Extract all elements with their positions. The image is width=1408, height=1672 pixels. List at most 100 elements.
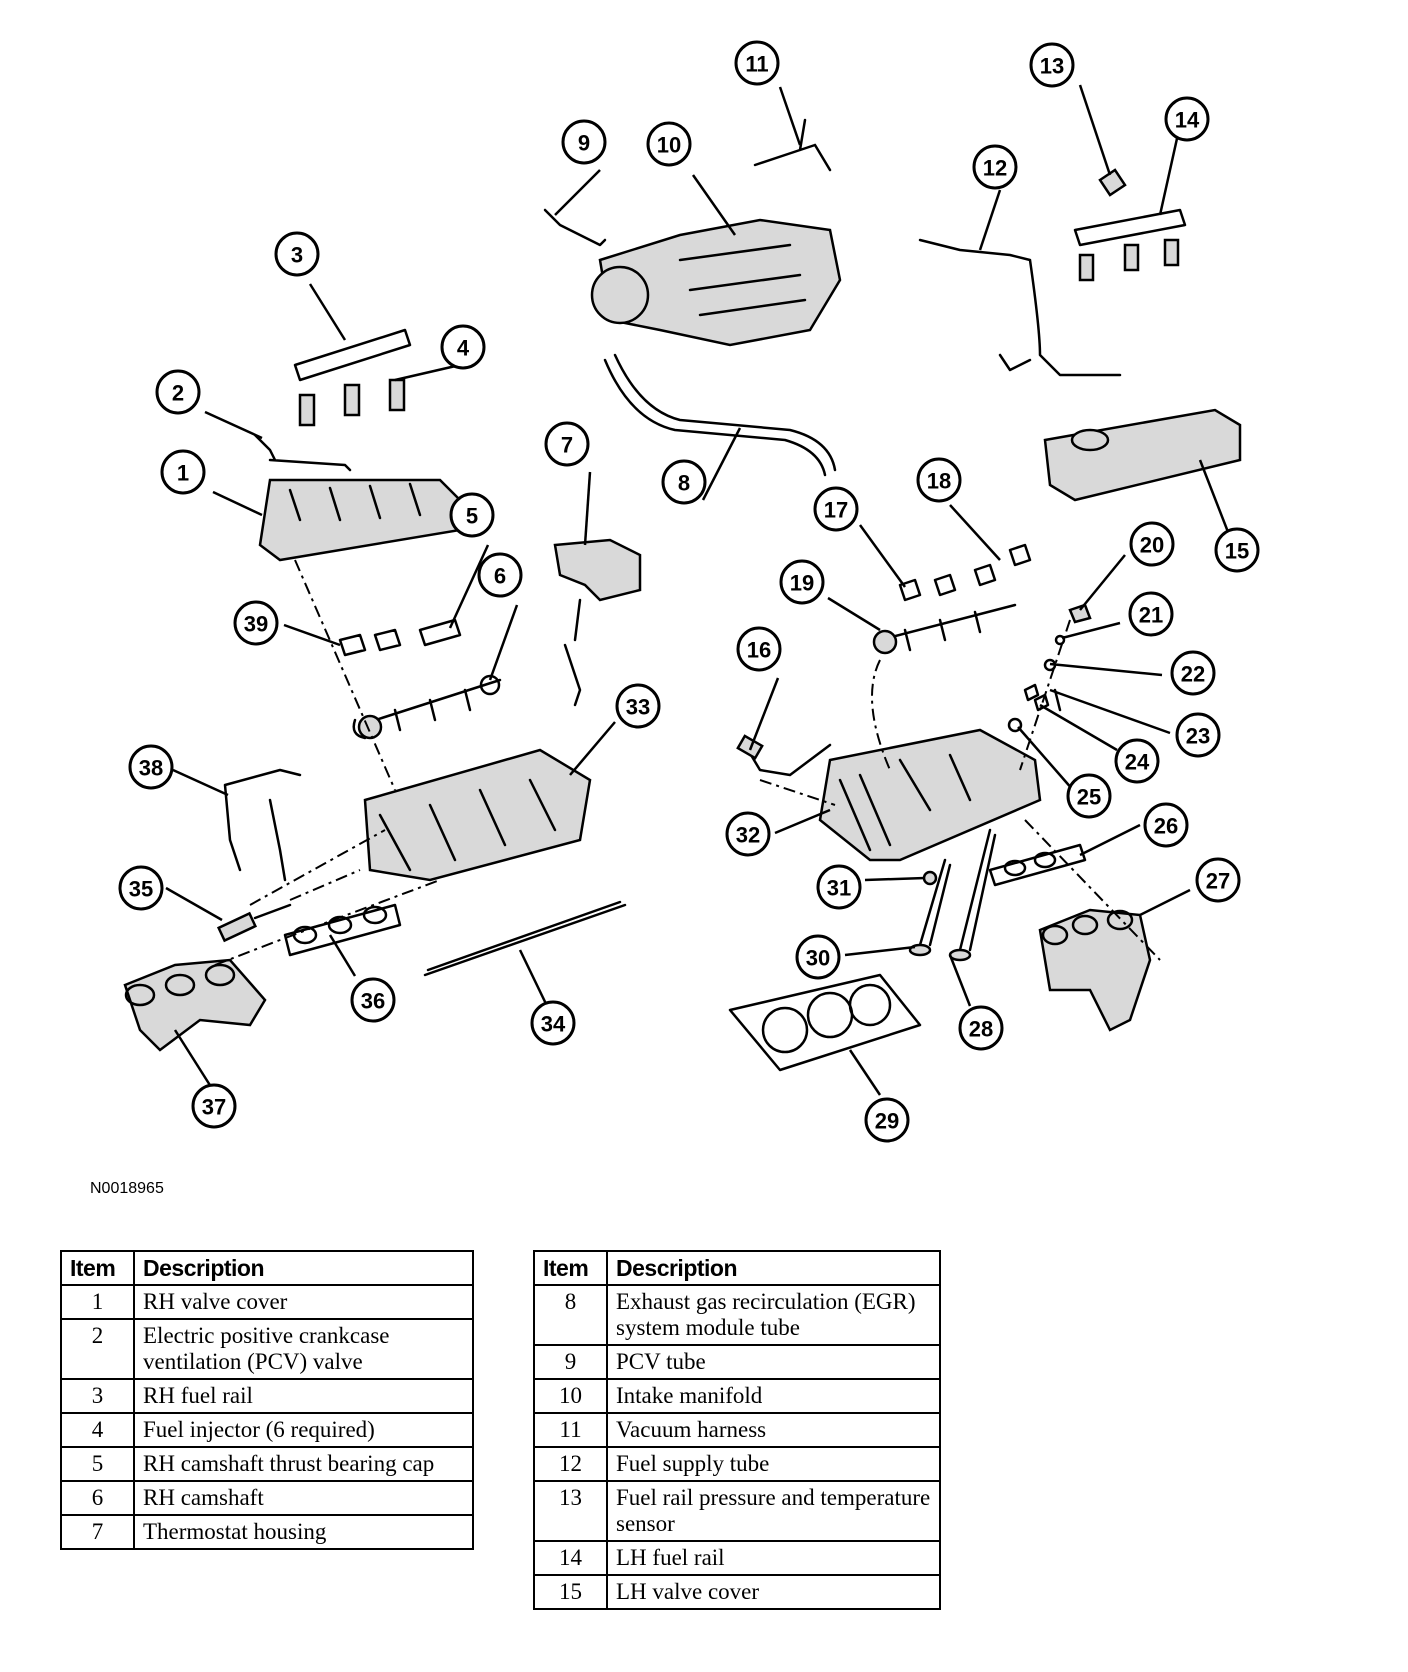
- callout-17: 17: [813, 486, 859, 532]
- svg-text:36: 36: [361, 989, 385, 1014]
- exploded-engine-diagram: 1234567891011121314151617181920212223242…: [118, 40, 1260, 1143]
- item-description: Fuel injector (6 required): [133, 1412, 474, 1448]
- svg-text:20: 20: [1140, 533, 1164, 558]
- svg-text:14: 14: [1175, 108, 1200, 133]
- callout-29: 29: [864, 1097, 910, 1143]
- item-number: 3: [60, 1378, 135, 1414]
- item-description: Fuel rail pressure and temperature senso…: [606, 1480, 941, 1542]
- item-description: RH camshaft: [133, 1480, 474, 1516]
- item-description: LH fuel rail: [606, 1540, 941, 1576]
- svg-text:6: 6: [494, 564, 506, 589]
- svg-text:22: 22: [1181, 662, 1205, 687]
- svg-text:33: 33: [626, 695, 650, 720]
- callout-13: 13: [1029, 42, 1075, 88]
- callout-4: 4: [440, 324, 486, 370]
- item-description: Vacuum harness: [606, 1412, 941, 1448]
- callout-1: 1: [160, 449, 206, 495]
- item-number: 4: [60, 1412, 135, 1448]
- item-number: 13: [533, 1480, 608, 1542]
- callout-11: 11: [734, 40, 780, 86]
- svg-text:19: 19: [790, 571, 814, 596]
- svg-text:11: 11: [745, 52, 768, 77]
- item-number: 6: [60, 1480, 135, 1516]
- callout-36: 36: [350, 977, 396, 1023]
- callout-6: 6: [477, 552, 523, 598]
- item-description: Thermostat housing: [133, 1514, 474, 1550]
- part-artwork: [123, 118, 1242, 1072]
- svg-text:13: 13: [1040, 54, 1064, 79]
- callout-38: 38: [128, 744, 174, 790]
- svg-text:31: 31: [827, 876, 851, 901]
- callout-24: 24: [1114, 738, 1160, 784]
- item-description: RH valve cover: [133, 1284, 474, 1320]
- svg-text:34: 34: [541, 1012, 566, 1037]
- callout-39: 39: [233, 600, 279, 646]
- item-number: 8: [533, 1284, 608, 1346]
- svg-text:30: 30: [806, 946, 830, 971]
- item-description: RH camshaft thrust bearing cap: [133, 1446, 474, 1482]
- callout-26: 26: [1143, 802, 1189, 848]
- callout-21: 21: [1128, 591, 1174, 637]
- svg-text:18: 18: [927, 469, 951, 494]
- svg-text:38: 38: [139, 756, 163, 781]
- item-description: Exhaust gas recirculation (EGR) system m…: [606, 1284, 941, 1346]
- callout-9: 9: [561, 119, 607, 165]
- svg-text:24: 24: [1125, 750, 1150, 775]
- callout-22: 22: [1170, 650, 1216, 696]
- figure-id: N0018965: [90, 1180, 164, 1197]
- callout-30: 30: [795, 934, 841, 980]
- svg-text:25: 25: [1077, 785, 1101, 810]
- callout-35: 35: [118, 865, 164, 911]
- item-number: 2: [60, 1318, 135, 1380]
- svg-text:16: 16: [747, 638, 771, 663]
- item-number: 5: [60, 1446, 135, 1482]
- svg-text:27: 27: [1206, 869, 1230, 894]
- svg-text:7: 7: [561, 433, 573, 458]
- callout-12: 12: [972, 144, 1018, 190]
- callout-2: 2: [155, 369, 201, 415]
- callout-37: 37: [191, 1083, 237, 1129]
- item-number: 14: [533, 1540, 608, 1576]
- svg-text:12: 12: [983, 156, 1007, 181]
- svg-text:32: 32: [736, 823, 760, 848]
- svg-text:37: 37: [202, 1095, 226, 1120]
- item-description: RH fuel rail: [133, 1378, 474, 1414]
- svg-text:9: 9: [578, 131, 590, 156]
- svg-text:39: 39: [244, 612, 268, 637]
- svg-text:23: 23: [1186, 724, 1210, 749]
- item-number: 15: [533, 1574, 608, 1610]
- callout-8: 8: [661, 459, 707, 505]
- callout-16: 16: [736, 626, 782, 672]
- callout-32: 32: [725, 811, 771, 857]
- item-number: 1: [60, 1284, 135, 1320]
- callout-33: 33: [615, 683, 661, 729]
- svg-text:10: 10: [657, 133, 681, 158]
- callout-3: 3: [274, 231, 320, 277]
- callout-31: 31: [816, 864, 862, 910]
- callout-23: 23: [1175, 712, 1221, 758]
- header-item: Item: [533, 1250, 608, 1286]
- callout-34: 34: [530, 1000, 576, 1046]
- svg-text:17: 17: [824, 498, 848, 523]
- item-description: PCV tube: [606, 1344, 941, 1380]
- svg-text:8: 8: [678, 471, 690, 496]
- svg-text:21: 21: [1139, 603, 1163, 628]
- callout-18: 18: [916, 457, 962, 503]
- svg-text:29: 29: [875, 1109, 899, 1134]
- leader-lines: [165, 84, 1237, 1096]
- callout-5: 5: [449, 492, 495, 538]
- callout-14: 14: [1164, 96, 1210, 142]
- callout-10: 10: [646, 121, 692, 167]
- svg-text:1: 1: [177, 461, 189, 486]
